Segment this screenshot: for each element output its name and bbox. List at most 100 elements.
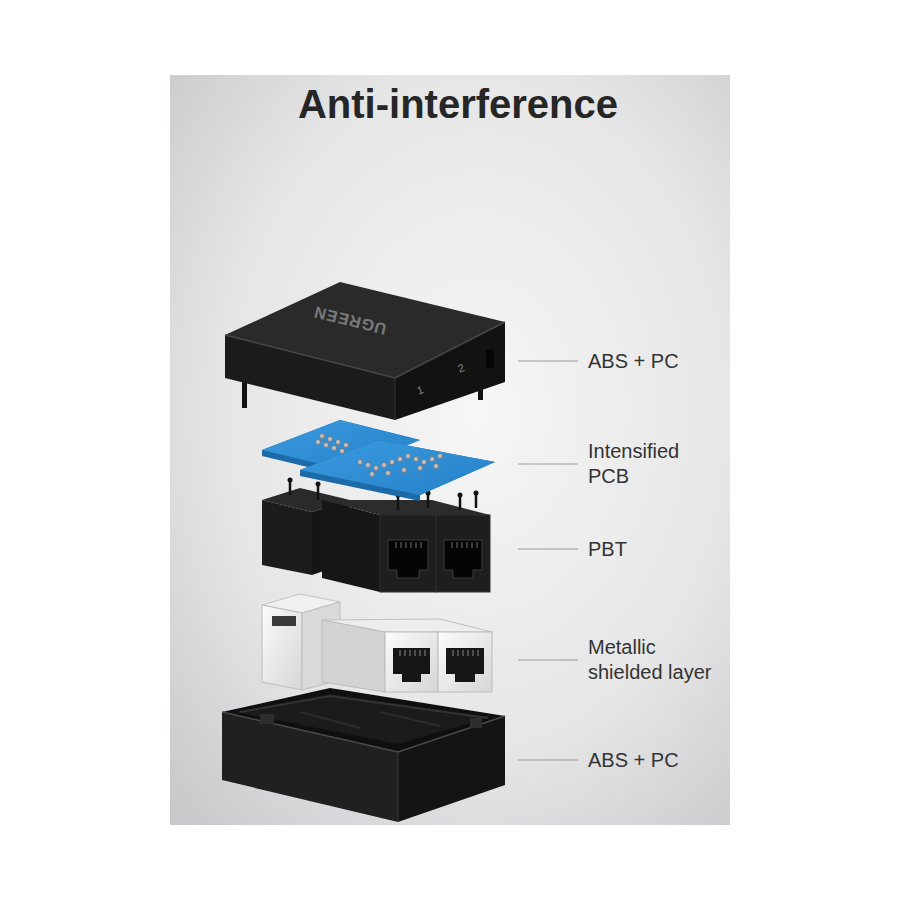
metal-shield-back-part: [262, 605, 302, 690]
pcb-board-part-part: [385, 470, 390, 475]
pbt-jack-front-part-part: [396, 542, 397, 548]
pbt-jack-front-part-part: [457, 542, 458, 548]
bottom-housing-part: [300, 712, 360, 728]
pbt-jack-front-part: [436, 515, 490, 592]
pbt-jack-front-part-part: [411, 542, 412, 548]
bottom-housing-part: [222, 712, 398, 822]
pcb-board-part-part: [413, 456, 418, 461]
pcb-board-part-part: [397, 456, 402, 461]
pbt-jack-back-part: [288, 478, 293, 483]
bottom-housing-part: [240, 696, 488, 718]
metal-shield-front-part-part: [400, 650, 401, 656]
bottom-housing-part: [222, 712, 505, 752]
leader-lines-part: [518, 464, 578, 465]
top-cover: [225, 282, 505, 420]
pcb-board-part-part: [369, 471, 374, 476]
metal-shield-front-part-part: [405, 650, 406, 656]
pbt-jack-front-part-part: [416, 542, 417, 548]
background-panel: [170, 75, 730, 825]
pcb-board-part-part: [343, 442, 348, 447]
pcb-board-part-part: [357, 459, 362, 464]
material-label: PBT: [588, 537, 808, 562]
pcb-board-part: [300, 440, 495, 501]
pcb-board-part-part: [335, 439, 340, 444]
leader-lines-part: [518, 760, 578, 761]
metal-shield-front-part-part: [420, 650, 421, 656]
pbt-jack-front-part: [474, 491, 479, 496]
metal-shield-front-part-part: [473, 650, 474, 656]
metal-shield-back-part: [272, 616, 296, 626]
pbt-jack-front-part-part: [421, 542, 422, 548]
pcb-board-part-part: [433, 463, 438, 468]
metal-shield-front-part-part: [453, 650, 454, 656]
pbt-jack-front-part: [322, 500, 380, 592]
metal-shield-front-part-part: [458, 650, 459, 656]
metal-shield-front-part-part: [410, 650, 411, 656]
pbt-jack-front-part-part: [477, 542, 478, 548]
material-label: ABS + PC: [588, 349, 808, 374]
metal-shield-front-part: [400, 650, 478, 656]
pcb-board-part-part: [339, 448, 344, 453]
metal-shield-front-part: [322, 620, 385, 692]
pcb-board-part-part: [323, 442, 328, 447]
metal-shield-front-part-part: [425, 650, 426, 656]
bottom-housing-part: [470, 718, 482, 728]
pbt-jack-front-part-part: [462, 542, 463, 548]
pbt-jack-front: [322, 491, 490, 593]
title-heading: Anti-interference: [158, 80, 758, 128]
pcb-board-part-part: [389, 459, 394, 464]
material-label: Intensified PCB: [588, 439, 703, 489]
leader-lines-part: [518, 361, 578, 362]
bottom-housing: [222, 688, 505, 822]
top-cover-part: [225, 282, 505, 378]
bottom-housing-part: [380, 712, 440, 726]
pbt-jack-front-part-part: [401, 542, 402, 548]
pcb-board-part-part: [373, 465, 378, 470]
metal-shield-front-part-part: [468, 650, 469, 656]
metal-shield-front: [322, 619, 492, 692]
bottom-housing-part: [260, 714, 274, 724]
metal-shield-front-part: [438, 632, 492, 692]
pcb-board-part-part: [319, 433, 324, 438]
metal-shield-front-part-part: [415, 650, 416, 656]
pcb-board-part-part: [327, 436, 332, 441]
pbt-jack-front-part-part: [406, 542, 407, 548]
pbt-jack-front-part: [396, 542, 477, 548]
top-cover-part: [486, 350, 494, 368]
pbt-jack-front-part-part: [467, 542, 468, 548]
pcb-board-part-part: [401, 467, 406, 472]
pbt-jack-front-part-part: [472, 542, 473, 548]
pcb-board-part-part: [331, 445, 336, 450]
bottom-housing-part: [398, 752, 399, 822]
pcb-board-part-part: [417, 465, 422, 470]
pbt-jack-front-part: [380, 515, 436, 592]
pcb-board-part-part: [381, 462, 386, 467]
metal-shield-front-part: [385, 632, 438, 692]
material-label: ABS + PC: [588, 748, 808, 773]
top-cover-part: [395, 378, 396, 420]
metal-shield-front-part: [446, 648, 484, 682]
pcb-board-part-part: [405, 453, 410, 458]
pbt-jack-front-part-part: [452, 542, 453, 548]
pcb-board-part-part: [437, 453, 442, 458]
metal-shield-front-part-part: [478, 650, 479, 656]
leader-lines-part: [518, 660, 578, 661]
pcb-board-part-part: [429, 456, 434, 461]
metal-shield-front-part-part: [463, 650, 464, 656]
pbt-jack-front-part: [444, 540, 482, 578]
pcb-board-part-part: [315, 439, 320, 444]
pcb-board-part: [315, 433, 442, 476]
pbt-jack-front-part: [458, 493, 463, 498]
pcb-board-part-part: [365, 462, 370, 467]
leader-lines-part: [518, 549, 578, 550]
pcb-board: [262, 420, 495, 501]
metal-shield-front-part: [393, 648, 430, 682]
leader-lines: [518, 361, 578, 760]
bottom-housing-part: [398, 716, 505, 822]
material-label: Metallic shielded layer: [588, 635, 728, 685]
pbt-jack-front-part: [388, 540, 428, 578]
pbt-jack-back-part: [316, 482, 321, 487]
pcb-board-part: [300, 440, 495, 495]
